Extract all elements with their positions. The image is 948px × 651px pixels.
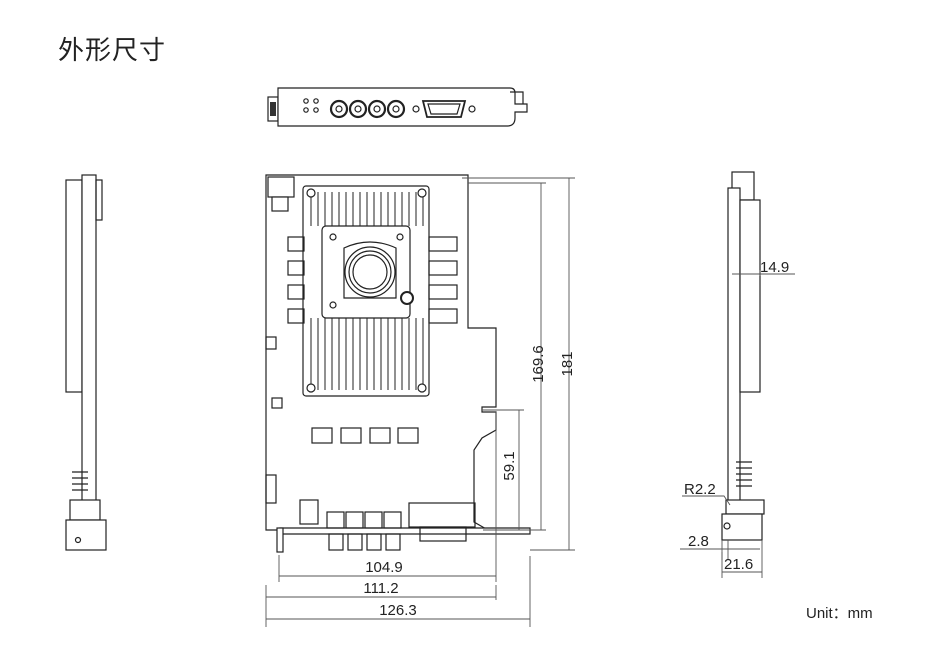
fan-icon <box>343 241 397 299</box>
bnc-connector-icon <box>329 99 406 119</box>
front-view-board <box>265 174 531 553</box>
bnc-bottom-icon <box>328 533 401 551</box>
dim-height-board: 169.6 <box>530 345 547 383</box>
unit-label: Unit：mm <box>806 605 873 622</box>
dim-height-total: 181 <box>559 351 576 376</box>
right-side-view <box>721 171 765 541</box>
db9-connector-icon <box>412 100 476 118</box>
dim-width-a: 104.9 <box>365 559 403 576</box>
left-side-view <box>65 174 107 551</box>
dim-height-lower: 59.1 <box>501 451 518 480</box>
dim-width-c: 126.3 <box>379 602 417 619</box>
dimension-lines <box>265 177 795 627</box>
top-view-bracket <box>267 87 528 127</box>
dim-width-b: 111.2 <box>363 580 398 597</box>
dim-side-offset: 2.8 <box>688 533 709 550</box>
dim-side-thickness: 14.9 <box>760 259 789 276</box>
page-title: 外形尺寸 <box>58 36 167 66</box>
dim-side-width: 21.6 <box>724 556 753 573</box>
dim-radius: R2.2 <box>684 481 716 498</box>
